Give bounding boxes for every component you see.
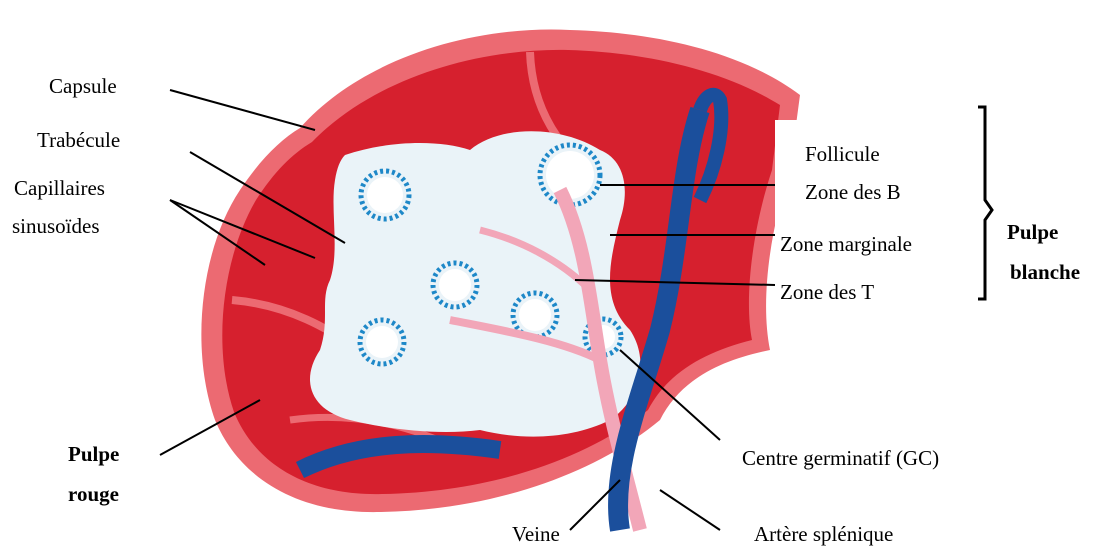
label-veine: Veine [510,522,562,546]
pulpe-blanche-bracket [978,107,992,299]
label-zone-b: Zone des B [803,180,903,204]
label-sinusoides: sinusoïdes [10,214,102,238]
label-centre-germinatif: Centre germinatif (GC) [740,446,941,470]
pointer-artere [660,490,720,530]
label-pulpe-rouge-2: rouge [66,482,121,506]
label-follicule: Follicule [803,142,882,166]
pointer-capsule [170,90,315,130]
label-artere: Artère splénique [752,522,895,546]
label-trabecule: Trabécule [35,128,122,152]
label-capillaires: Capillaires [12,176,107,200]
label-capsule: Capsule [47,74,119,98]
label-pulpe-rouge-1: Pulpe [66,442,121,466]
label-zone-t: Zone des T [778,280,876,304]
label-pulpe-blanche-2: blanche [1008,260,1082,284]
label-zone-marginale: Zone marginale [778,232,914,256]
label-pulpe-blanche-1: Pulpe [1005,220,1060,244]
